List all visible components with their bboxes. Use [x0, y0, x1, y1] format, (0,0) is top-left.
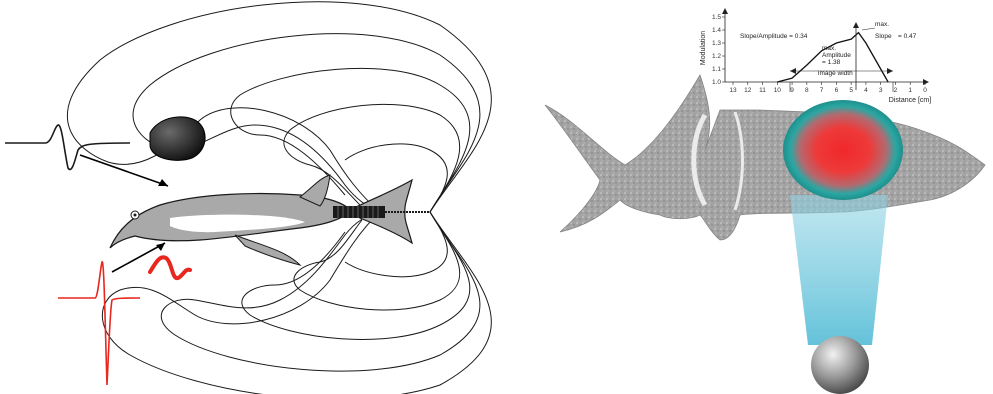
field-line — [67, 2, 491, 212]
x-tick-label: 11 — [759, 87, 766, 94]
x-axis-label: Distance [cm] — [889, 97, 931, 104]
stone-object-icon — [150, 117, 205, 160]
x-tick-label: 7 — [820, 87, 824, 94]
x-tick-label: 8 — [805, 87, 809, 94]
max-amplitude-annotation-2: Amplitude — [822, 52, 851, 59]
x-tick-label: 13 — [729, 87, 737, 94]
y-axis-arrow-icon — [722, 8, 728, 14]
arrow-near-to-fish — [112, 243, 165, 272]
sphere-object-icon — [811, 336, 869, 394]
y-tick-labels: 1.0 1.1 1.2 1.3 1.4 1.5 — [712, 14, 725, 86]
fish-pupil — [134, 214, 137, 217]
x-axis-arrow-icon — [923, 79, 929, 85]
y-tick-label: 1.3 — [712, 40, 721, 47]
max-slope-annotation-3: = 0.47 — [898, 33, 917, 40]
arrow-far-to-fish — [80, 155, 168, 186]
y-tick-label: 1.0 — [712, 79, 721, 86]
x-tick-label: 5 — [849, 87, 853, 94]
x-tick-label: 12 — [744, 87, 752, 94]
width-arrow-left-icon — [790, 68, 796, 74]
y-tick-label: 1.1 — [712, 66, 721, 73]
y-tick-label: 1.4 — [712, 27, 721, 34]
max-slope-annotation-2: Slope — [875, 33, 892, 40]
near-field-signal-trace — [58, 262, 140, 385]
field-line — [231, 68, 470, 212]
max-slope-annotation-1: max. — [875, 21, 889, 28]
x-tick-label: 10 — [774, 87, 782, 94]
electric-image-spot — [783, 100, 903, 200]
y-axis-label: Modulation — [700, 31, 707, 65]
modulated-signal-trace — [150, 257, 190, 278]
weakly-electric-fish — [110, 175, 430, 265]
projection-beam — [790, 195, 888, 345]
slope-amplitude-annotation: Slope/Amplitude = 0.34 — [740, 33, 808, 40]
electric-organ — [333, 206, 385, 218]
y-tick-label: 1.5 — [712, 14, 721, 21]
max-amplitude-annotation-1: max. — [822, 45, 836, 52]
x-tick-label: 1 — [908, 87, 912, 94]
max-amplitude-annotation-3: = 1.38 — [822, 59, 841, 66]
width-arrow-right-icon — [887, 68, 893, 74]
x-tick-label: 2 — [894, 87, 898, 94]
y-tick-label: 1.2 — [712, 53, 721, 60]
x-tick-label: 4 — [864, 87, 868, 94]
x-tick-label: 3 — [879, 87, 883, 94]
field-line — [294, 212, 460, 310]
x-tick-label: 6 — [835, 87, 839, 94]
x-tick-label: 0 — [923, 87, 927, 94]
amplitude-arrow-icon — [853, 22, 859, 28]
slope-pointer — [862, 28, 875, 30]
image-width-annotation: image width — [818, 70, 853, 77]
pelvic-fin — [235, 235, 300, 265]
x-tick-label: 9 — [790, 87, 794, 94]
